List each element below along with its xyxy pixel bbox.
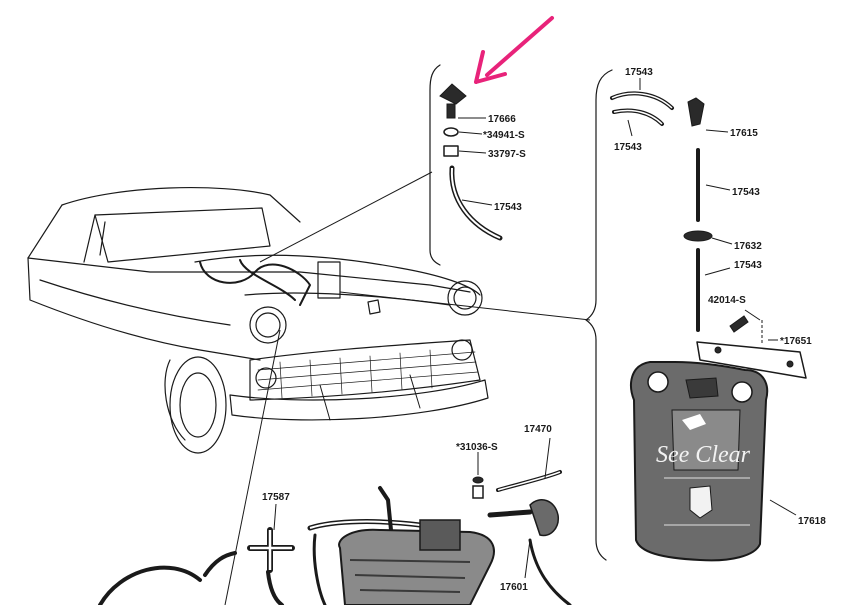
callout-17543-lower: 17543 — [734, 260, 762, 271]
callout-17543-curve: 17543 — [614, 142, 642, 153]
callout-17587: 17587 — [262, 492, 290, 503]
bag-logo: See Clear — [656, 442, 751, 468]
callout-17618: 17618 — [798, 516, 826, 527]
callout-17543-rod: 17543 — [732, 187, 760, 198]
panel-brackets — [429, 64, 613, 561]
callout-17470: 17470 — [524, 424, 552, 435]
callout-17615: 17615 — [730, 128, 758, 139]
washer-bag: See Clear — [630, 361, 769, 562]
nozzle-assembly — [439, 83, 503, 241]
pump-leads — [627, 78, 797, 516]
pump-callout-leads — [273, 437, 551, 579]
callout-17666: 17666 — [488, 114, 516, 125]
callout-17543-hose: 17543 — [494, 202, 522, 213]
callout-17543-top: 17543 — [625, 67, 653, 78]
callout-42014-s: 42014-S — [708, 295, 746, 306]
washer-pump — [98, 470, 572, 605]
callout-34941-s: *34941-S — [483, 130, 525, 141]
callout-31036-s: *31036-S — [456, 442, 498, 453]
callout-17632: 17632 — [734, 241, 762, 252]
nozzle-leads — [458, 117, 493, 206]
pump-rod-assembly — [610, 91, 807, 379]
pointer-arrow — [474, 16, 554, 84]
callout-17601: 17601 — [500, 582, 528, 593]
callout-33797-s: 33797-S — [488, 149, 526, 160]
callout-17651: *17651 — [780, 336, 812, 347]
leader-lines — [224, 171, 591, 605]
car-illustration — [27, 186, 489, 454]
